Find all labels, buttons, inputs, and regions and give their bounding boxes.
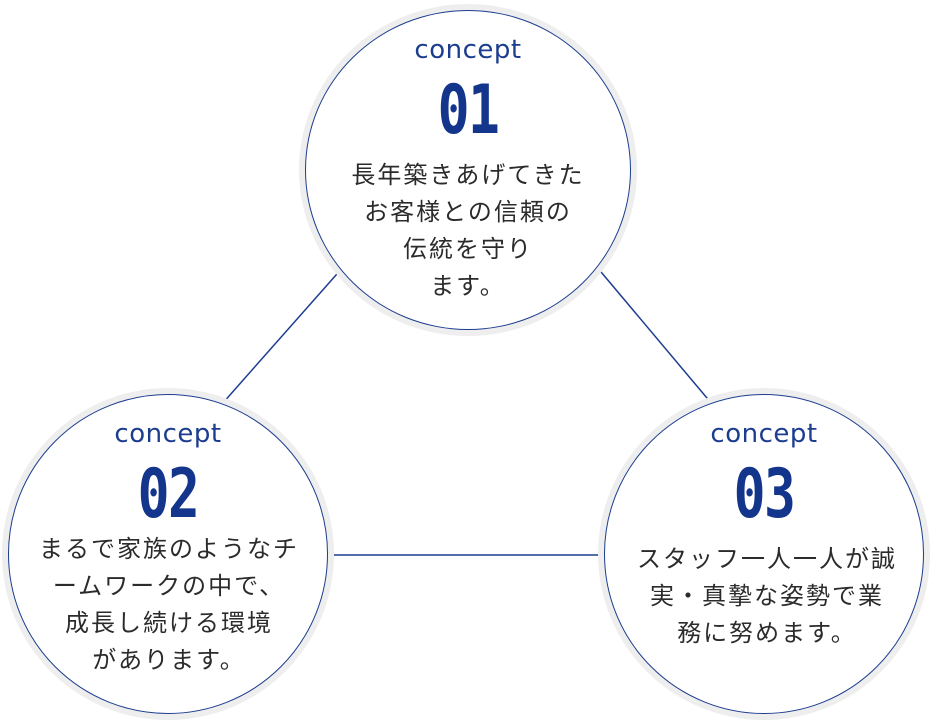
- connector-line-01-02: [221, 265, 345, 405]
- concept-description: スタッフ一人一人が誠 実・真摯な姿勢で業 務に努めます。: [637, 545, 897, 647]
- concept-label: concept: [414, 35, 522, 65]
- concept-02-circle: concept 02 まるで家族のようなチ ームワークの中で、 成長し続ける環境…: [8, 394, 328, 714]
- concept-label: concept: [114, 419, 222, 449]
- concept-01-circle: concept 01 長年築きあげてきた お客様との信頼の 伝統を守り ます。: [305, 10, 631, 330]
- concept-number: 02: [137, 455, 200, 534]
- concept-number: 01: [437, 71, 500, 150]
- connector-line-01-03: [595, 265, 713, 405]
- concept-description: まるで家族のようなチ ームワークの中で、 成長し続ける環境 があります。: [39, 535, 299, 674]
- concept-label: concept: [710, 419, 818, 449]
- concept-description: 長年築きあげてきた お客様との信頼の 伝統を守り ます。: [351, 161, 585, 300]
- concept-number: 03: [733, 455, 796, 534]
- concept-03-circle: concept 03 スタッフ一人一人が誠 実・真摯な姿勢で業 務に努めます。: [604, 394, 924, 714]
